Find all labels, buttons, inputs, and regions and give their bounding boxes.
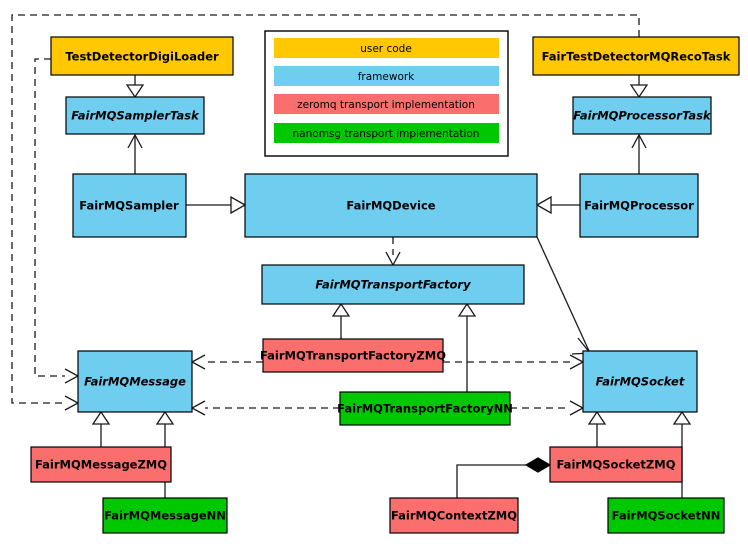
- node-label-fairmqmessagezmq: FairMQMessageZMQ: [35, 458, 167, 472]
- edge-dependency-factorynn-socket: [510, 400, 585, 416]
- node-fairtestdetectormqrecotask[interactable]: FairTestDetectorMQRecoTask: [532, 36, 740, 76]
- node-box-testdetectordigiloader[interactable]: [50, 36, 234, 76]
- node-label-fairmqsocketnn: FairMQSocketNN: [612, 509, 721, 523]
- node-label-fairtestdetectormqrecotask: FairTestDetectorMQRecoTask: [542, 50, 731, 64]
- legend-swatch-user-code: [274, 38, 499, 58]
- edge-inheritance-socketzmq-socket: [587, 410, 607, 447]
- edge-dependency-device-transportfactory: [385, 237, 401, 267]
- edge-assoc-sampler-samplertask: [127, 133, 143, 174]
- node-box-fairmqmessagenn[interactable]: [102, 497, 228, 534]
- node-fairmqmessagenn[interactable]: FairMQMessageNN: [102, 497, 228, 534]
- edge-assoc-device-socket: [536, 236, 592, 355]
- legend-label-framework: framework: [358, 71, 415, 83]
- legend: user code framework zeromq transport imp…: [264, 30, 509, 157]
- node-fairmqtransportfactorynn[interactable]: FairMQTransportFactoryNN: [337, 391, 513, 426]
- node-box-fairmqsamplertask[interactable]: [65, 96, 205, 135]
- node-fairmqcontextzmq[interactable]: FairMQContextZMQ: [389, 497, 519, 534]
- legend-swatch-nanomsg: [274, 123, 499, 143]
- node-box-fairmqtransportfactory[interactable]: [261, 264, 525, 305]
- edge-composition-socketzmq-contextzmq: [456, 457, 552, 498]
- legend-item-user-code: user code: [274, 38, 499, 58]
- node-box-fairmqtransportfactorynn[interactable]: [339, 391, 511, 426]
- node-box-fairmqmessagezmq[interactable]: [30, 446, 172, 483]
- node-label-testdetectordigiloader: TestDetectorDigiLoader: [65, 50, 219, 64]
- node-fairmqdevice[interactable]: FairMQDevice: [244, 173, 538, 238]
- node-label-fairmqdevice: FairMQDevice: [346, 199, 435, 213]
- node-box-fairmqsocket[interactable]: [582, 350, 698, 413]
- node-box-fairmqprocessortask[interactable]: [572, 96, 712, 135]
- node-fairmqsocketzmq[interactable]: FairMQSocketZMQ: [549, 446, 683, 483]
- node-label-fairmqsocketzmq: FairMQSocketZMQ: [557, 458, 676, 472]
- edge-inheritance-messagezmq-message: [91, 410, 111, 447]
- node-fairmqprocessor[interactable]: FairMQProcessor: [579, 173, 699, 238]
- edge-assoc-processor-processortask: [631, 133, 647, 174]
- node-label-fairmqtransportfactorynn: FairMQTransportFactoryNN: [337, 402, 513, 416]
- node-box-fairmqdevice[interactable]: [244, 173, 538, 238]
- node-label-fairmqtransportfactoryzmq: FairMQTransportFactoryZMQ: [260, 349, 446, 363]
- node-fairmqsampler[interactable]: FairMQSampler: [72, 173, 187, 238]
- edge-inheritance-factoryzmq-factory: [331, 302, 351, 339]
- node-fairmqsocketnn[interactable]: FairMQSocketNN: [607, 497, 725, 534]
- node-label-fairmqsampler: FairMQSampler: [79, 199, 179, 213]
- node-label-fairmqprocessor: FairMQProcessor: [584, 199, 694, 213]
- node-box-fairmqmessage[interactable]: [77, 350, 193, 413]
- legend-label-user-code: user code: [360, 43, 412, 55]
- node-box-fairmqsampler[interactable]: [72, 173, 187, 238]
- legend-swatch-zeromq: [274, 94, 499, 114]
- edge-dependency-factoryzmq-socket: [443, 354, 585, 370]
- node-box-fairmqcontextzmq[interactable]: [389, 497, 519, 534]
- edge-dependency-factorynn-message: [190, 400, 340, 416]
- node-fairmqmessagezmq[interactable]: FairMQMessageZMQ: [30, 446, 172, 483]
- node-fairmqtransportfactory[interactable]: FairMQTransportFactory: [261, 264, 525, 305]
- node-fairmqtransportfactoryzmq[interactable]: FairMQTransportFactoryZMQ: [260, 338, 446, 373]
- legend-label-nanomsg: nanomsg transport implementation: [293, 128, 480, 140]
- edge-inheritance-processor-device: [535, 195, 580, 215]
- node-box-fairtestdetectormqrecotask[interactable]: [532, 36, 740, 76]
- node-label-fairmqtransportfactory: FairMQTransportFactory: [315, 278, 471, 292]
- edge-inheritance-recotask-processortask: [629, 75, 649, 99]
- edge-layer: [11, 14, 692, 498]
- node-layer: TestDetectorDigiLoader FairTestDetectorM…: [30, 36, 740, 534]
- legend-item-nanomsg: nanomsg transport implementation: [274, 123, 499, 143]
- node-fairmqsamplertask[interactable]: FairMQSamplerTask: [65, 96, 205, 135]
- node-label-fairmqsamplertask: FairMQSamplerTask: [71, 109, 200, 123]
- edge-inheritance-factorynn-factory: [457, 302, 477, 392]
- legend-label-zeromq: zeromq transport implementation: [297, 99, 475, 111]
- node-fairmqprocessortask[interactable]: FairMQProcessorTask: [572, 96, 712, 135]
- node-label-fairmqmessage: FairMQMessage: [84, 375, 186, 389]
- node-testdetectordigiloader[interactable]: TestDetectorDigiLoader: [50, 36, 234, 76]
- node-fairmqmessage[interactable]: FairMQMessage: [77, 350, 193, 413]
- node-box-fairmqsocketnn[interactable]: [607, 497, 725, 534]
- edge-inheritance-digiloader-samplertask: [125, 75, 145, 99]
- node-label-fairmqcontextzmq: FairMQContextZMQ: [391, 509, 517, 523]
- node-box-fairmqsocketzmq[interactable]: [549, 446, 683, 483]
- node-box-fairmqtransportfactoryzmq[interactable]: [262, 338, 444, 373]
- node-fairmqsocket[interactable]: FairMQSocket: [582, 350, 698, 413]
- node-label-fairmqsocket: FairMQSocket: [596, 375, 685, 389]
- legend-item-framework: framework: [274, 66, 499, 86]
- node-label-fairmqprocessortask: FairMQProcessorTask: [573, 109, 712, 123]
- legend-swatch-framework: [274, 66, 499, 86]
- legend-item-zeromq: zeromq transport implementation: [274, 94, 499, 114]
- edge-dependency-factoryzmq-message: [190, 354, 263, 370]
- node-label-fairmqmessagenn: FairMQMessageNN: [104, 509, 226, 523]
- edge-inheritance-sampler-device: [186, 195, 247, 215]
- node-box-fairmqprocessor[interactable]: [579, 173, 699, 238]
